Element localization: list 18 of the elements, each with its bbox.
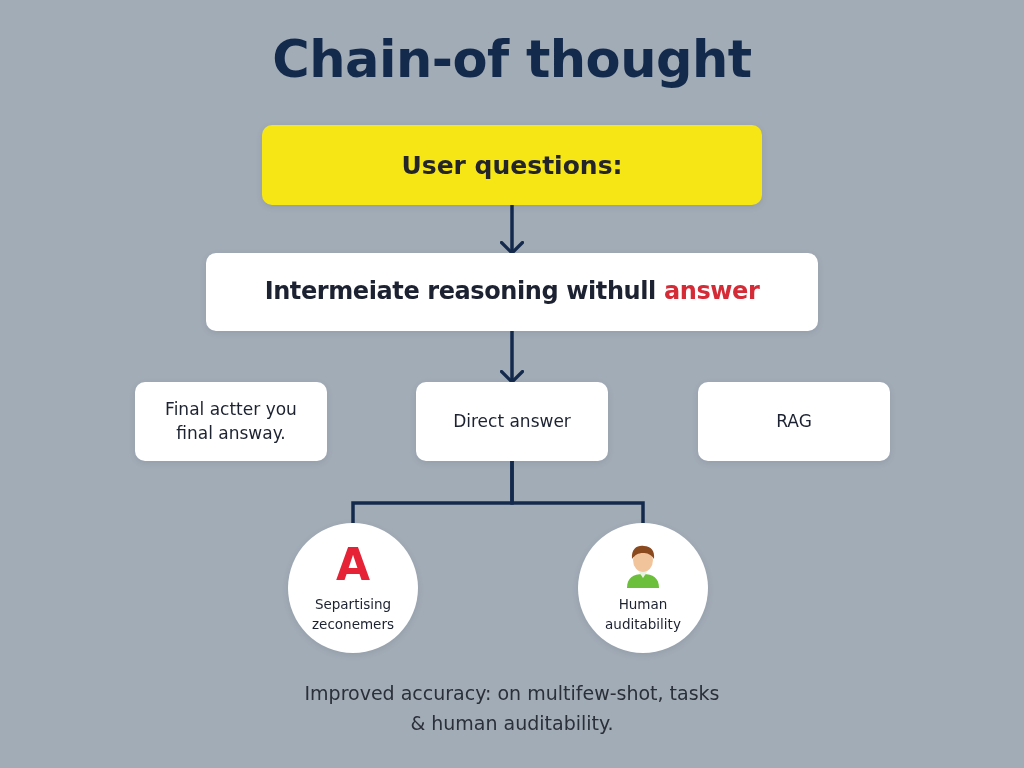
outcome-text: Separtising zeconemers bbox=[311, 594, 395, 634]
diagram-title: Chain-of thought bbox=[271, 29, 753, 91]
arrow bbox=[499, 331, 525, 384]
question-box bbox=[262, 125, 762, 205]
option-box bbox=[416, 382, 608, 461]
summary-note: Improved accuracy: on multifew-shot, tasks & human auditability. bbox=[303, 681, 721, 736]
outcome-text: Human auditability bbox=[604, 594, 682, 634]
question-text: User questions: bbox=[401, 149, 623, 182]
option-box bbox=[698, 382, 890, 461]
arrow bbox=[499, 205, 525, 255]
reasoning-text: Intermeiate reasoning withull answer bbox=[264, 276, 760, 308]
connector-line bbox=[510, 461, 645, 523]
option-text: Direct answer bbox=[453, 409, 571, 433]
option-box bbox=[135, 382, 327, 461]
option-text: Final actter you final answay. bbox=[164, 397, 298, 445]
option-text: RAG bbox=[776, 409, 812, 433]
letter-mark: A bbox=[335, 541, 371, 588]
reasoning-box bbox=[206, 253, 818, 331]
